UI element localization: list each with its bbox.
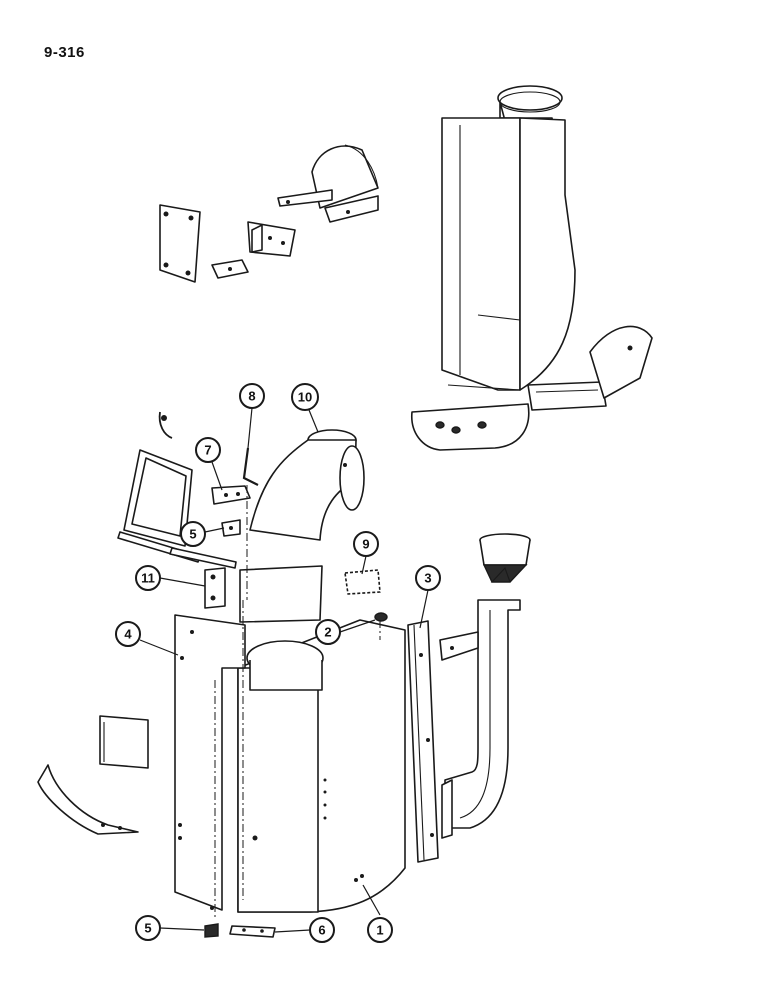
svg-text:5: 5 (144, 921, 151, 936)
callout-4: 4 (115, 621, 141, 647)
small-plate-part-9 (344, 569, 381, 595)
upper-mounting-plate (159, 204, 201, 283)
bracket-part-11 (204, 567, 226, 609)
clip-part-5-upper (221, 519, 241, 537)
svg-text:1: 1 (376, 923, 383, 938)
callout-11: 11 (135, 565, 161, 591)
svg-text:4: 4 (124, 627, 132, 642)
svg-text:8: 8 (248, 389, 255, 404)
leader-6 (274, 929, 311, 933)
clip-part-5-lower (204, 923, 219, 938)
svg-text:2: 2 (324, 625, 331, 640)
upper-small-angle-bracket (211, 259, 249, 279)
page-number: 9-316 (44, 44, 85, 61)
channel-bracket-part-3 (407, 620, 439, 863)
leader-9 (361, 555, 367, 575)
callout-5-lower: 5 (135, 915, 161, 941)
leader-7 (211, 461, 223, 491)
leader-4 (139, 639, 179, 656)
rod-part-8 (242, 447, 259, 486)
strap-part-6 (229, 925, 276, 938)
leader-8 (247, 407, 253, 449)
svg-text:11: 11 (141, 571, 155, 586)
callout-5-upper: 5 (180, 521, 206, 547)
callout-6: 6 (309, 917, 335, 943)
curved-screen-assembly (117, 411, 237, 569)
callout-7: 7 (195, 437, 221, 463)
svg-text:7: 7 (204, 443, 211, 458)
svg-text:10: 10 (298, 390, 312, 405)
lower-duct-assembly (439, 599, 521, 839)
upper-elbow-with-strap (277, 144, 379, 223)
small-rectangular-panel (99, 715, 149, 769)
deflector-plate (37, 764, 139, 835)
square-adapter (479, 533, 531, 583)
svg-text:9: 9 (362, 537, 369, 552)
upper-chute-assembly (441, 85, 576, 391)
callout-8: 8 (239, 383, 265, 409)
leader-5b (159, 927, 205, 931)
upper-hinge-bracket (247, 221, 296, 257)
elbow-part-10 (239, 429, 365, 623)
upper-elbow-outlet (527, 325, 653, 411)
svg-text:3: 3 (424, 571, 431, 586)
svg-text:5: 5 (189, 527, 196, 542)
callout-9: 9 (353, 531, 379, 557)
callout-10: 10 (291, 383, 319, 411)
leader-1 (362, 884, 381, 916)
leader-3 (419, 589, 429, 629)
leader-10 (308, 409, 319, 433)
main-housing-part-1 (237, 619, 406, 913)
callout-1: 1 (367, 917, 393, 943)
leader-5a (204, 527, 225, 533)
upper-chute-base-plate (411, 403, 530, 451)
leader-2 (339, 619, 376, 633)
svg-text:6: 6 (318, 923, 325, 938)
side-plate-part-4 (174, 614, 246, 911)
callout-3: 3 (415, 565, 441, 591)
leader-11 (159, 577, 206, 587)
callout-2: 2 (315, 619, 341, 645)
bracket-part-7 (211, 485, 251, 505)
